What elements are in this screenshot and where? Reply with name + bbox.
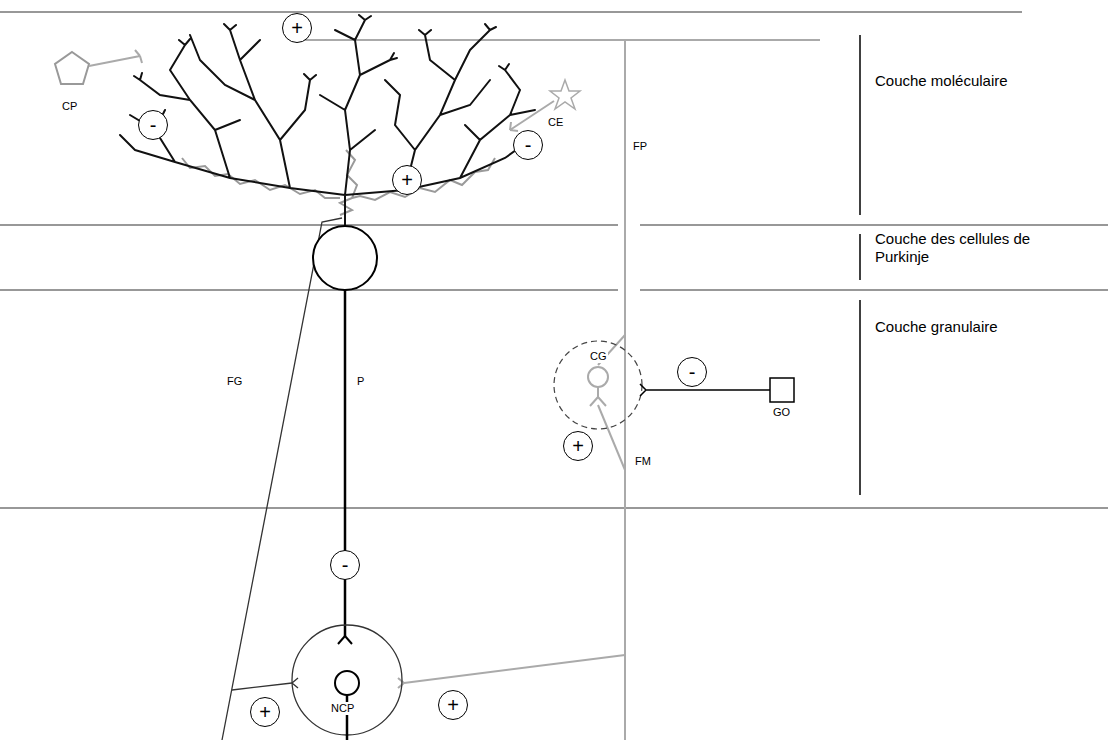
drawing-part xyxy=(859,300,861,495)
climbing-fibre-wrap xyxy=(182,150,495,215)
drawing-part xyxy=(0,224,618,225)
drawing-part xyxy=(0,11,1022,12)
sign-text: - xyxy=(342,555,349,575)
drawing-part xyxy=(0,507,1108,508)
drawing-part xyxy=(598,405,625,470)
structure-label: FM xyxy=(634,455,652,468)
climbing-fibre xyxy=(222,218,342,740)
sign-text: + xyxy=(401,170,413,190)
granule-cell xyxy=(588,367,608,387)
drawing-part xyxy=(290,39,820,41)
layer-label: Couche granulaire xyxy=(875,318,1035,336)
sign-text: + xyxy=(572,436,584,456)
drawing-part xyxy=(404,655,625,683)
ncp-neuron xyxy=(335,671,359,695)
synapse-sign: + xyxy=(392,165,422,195)
granule-dendrite xyxy=(590,387,606,406)
structure-label: NCP xyxy=(330,702,355,715)
structure-label: FP xyxy=(632,140,648,153)
synapse-sign: - xyxy=(513,130,543,160)
sign-text: - xyxy=(689,362,696,382)
sign-text: + xyxy=(291,18,303,38)
purkinje-axon xyxy=(344,290,347,636)
layer-label: Couche moléculaire xyxy=(875,72,1035,90)
synapse-sign: + xyxy=(438,690,468,720)
structure-label: GO xyxy=(772,406,791,419)
structure-label: FG xyxy=(226,375,243,388)
stellate-cell xyxy=(550,80,580,109)
structure-label: P xyxy=(356,375,365,388)
synapse-sign: + xyxy=(250,697,280,727)
structure-label: CG xyxy=(589,350,608,363)
structure-label: CP xyxy=(61,100,78,113)
synapse-sign: + xyxy=(563,431,593,461)
golgi-axon xyxy=(640,384,770,396)
golgi-cell xyxy=(770,378,794,402)
drawing-part xyxy=(640,289,1108,290)
sign-text: + xyxy=(259,702,271,722)
synapse-sign: - xyxy=(677,357,707,387)
dendritic-tree xyxy=(120,15,535,226)
basket-axon xyxy=(89,50,142,66)
sign-text: + xyxy=(447,695,459,715)
drawing-part xyxy=(222,218,342,740)
structure-label: CE xyxy=(547,116,564,129)
drawing-part xyxy=(624,40,626,740)
purkinje-soma xyxy=(313,226,377,290)
drawing-part xyxy=(859,35,861,215)
drawing-part xyxy=(859,234,861,280)
grey-fibres xyxy=(290,40,820,740)
basket-cell xyxy=(55,52,89,84)
synapse-sign: - xyxy=(138,110,168,140)
layer-label: Couche des cellules de Purkinje xyxy=(875,230,1035,266)
synapse-sign: + xyxy=(282,13,312,43)
drawing-part xyxy=(640,224,1108,225)
sign-text: - xyxy=(150,115,157,135)
drawing-part xyxy=(232,683,292,690)
layer-lines xyxy=(0,12,1108,508)
synapse-sign: - xyxy=(330,550,360,580)
granule-region xyxy=(554,341,642,429)
axon-terminal xyxy=(338,636,352,644)
layer-brackets xyxy=(859,35,861,495)
sign-text: - xyxy=(525,135,532,155)
